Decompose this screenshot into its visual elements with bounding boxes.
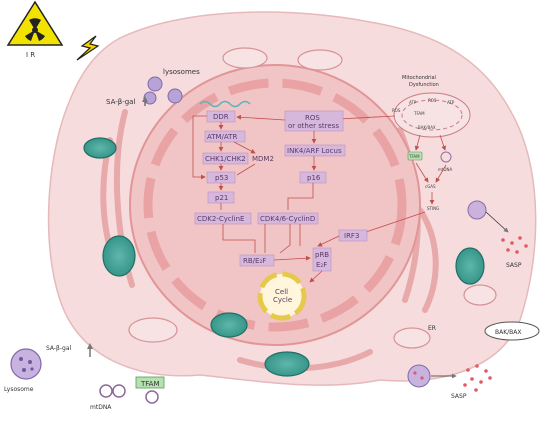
p16-node: p16 — [307, 174, 321, 182]
sa-beta-gal-label: SA-β-gal — [106, 98, 135, 106]
er-label: ER — [428, 325, 436, 332]
pathway-arrows — [192, 114, 340, 283]
cell-cycle-label-2: Cycle — [273, 296, 292, 304]
mito-dysfunction-panel — [393, 92, 471, 138]
mitochondria-pink — [128, 47, 497, 349]
irf3-node: IRF3 — [344, 232, 359, 240]
sasp-vesicle-2 — [407, 364, 431, 388]
mito-title-2: Dysfunction — [409, 82, 439, 88]
prb-node: pRB — [315, 251, 329, 259]
legend-mtdna-label: mtDNA — [90, 404, 112, 411]
mdm2-node: MDM2 — [252, 155, 274, 163]
mito-title-1: Mitochondrial — [402, 75, 436, 81]
legend-bak-bax — [484, 321, 540, 341]
legend-sa-beta-gal-label: SA-β-gal — [46, 345, 72, 352]
cdk46-node: CDK4/6-CyclinD — [260, 215, 315, 223]
sasp-label-1: SASP — [506, 262, 522, 269]
sasp-particles-2 — [463, 364, 492, 392]
legend-mtdna-with-tfam-icon — [145, 390, 159, 404]
legend-tfam-label: TFAM — [140, 380, 160, 388]
lysosome-cluster — [143, 76, 183, 105]
ros-sub-node: or other stress — [288, 122, 339, 130]
pathway-boxes — [194, 110, 368, 272]
legend-mtdna-icon — [99, 384, 126, 398]
ros-node: ROS — [305, 114, 320, 122]
atp-label-1: ATP — [409, 100, 417, 105]
ros-label-mito: ROS — [428, 98, 437, 103]
prb-e2f-node: E₂F — [316, 261, 327, 269]
radiation-icon — [6, 0, 64, 46]
mtdna-small-icon — [440, 151, 452, 163]
mitochondria-teal — [83, 137, 485, 377]
cell-cycle-wheel — [257, 271, 307, 321]
legend-bak-bax-label: BAK/BAX — [495, 329, 522, 336]
legend-lysosome-label: Lysosome — [4, 386, 34, 393]
sasp-label-2: SASP — [451, 393, 467, 400]
atp-label-2: ATP — [447, 100, 455, 105]
mtdna-small-label: mtDNA — [438, 167, 453, 172]
tfam-small-label: TFAM — [408, 154, 420, 159]
atm-atr-node: ATM/ATR — [207, 133, 237, 141]
sasp-arrow-1 — [485, 211, 509, 233]
tfam-inner-label: TFAM — [413, 111, 425, 116]
cell-cycle-label-1: Cell — [275, 288, 288, 296]
bak-bax-small-label: BAK/BAX — [418, 125, 436, 130]
lysosomes-label: lysosomes — [163, 68, 200, 76]
cgas-label: cGAS — [425, 184, 436, 189]
tfam-green-box — [407, 151, 423, 161]
sasp-particles-1 — [501, 236, 528, 254]
lightning-icon — [76, 35, 100, 61]
nucleus — [129, 64, 421, 346]
cdk2-node: CDK2-CyclinE — [197, 215, 244, 223]
chk-node: CHK1/CHK2 — [205, 155, 246, 163]
ir-label: I R — [26, 51, 35, 59]
p21-node: p21 — [215, 194, 228, 202]
p53-node: p53 — [215, 174, 228, 182]
sasp-vesicle-1 — [467, 200, 487, 220]
rb-e2f-node: RB/E₂F — [243, 257, 266, 265]
sting-label: STING — [427, 206, 439, 211]
ros-small-label: ROS — [392, 108, 401, 113]
legend-lysosome-icon — [10, 348, 42, 380]
ink4-arf-node: INK4/ARF Locus — [287, 147, 342, 155]
ddr-node: DDR — [213, 113, 229, 121]
legend-tfam-box — [135, 376, 165, 389]
dna-helix-icon — [199, 100, 251, 108]
